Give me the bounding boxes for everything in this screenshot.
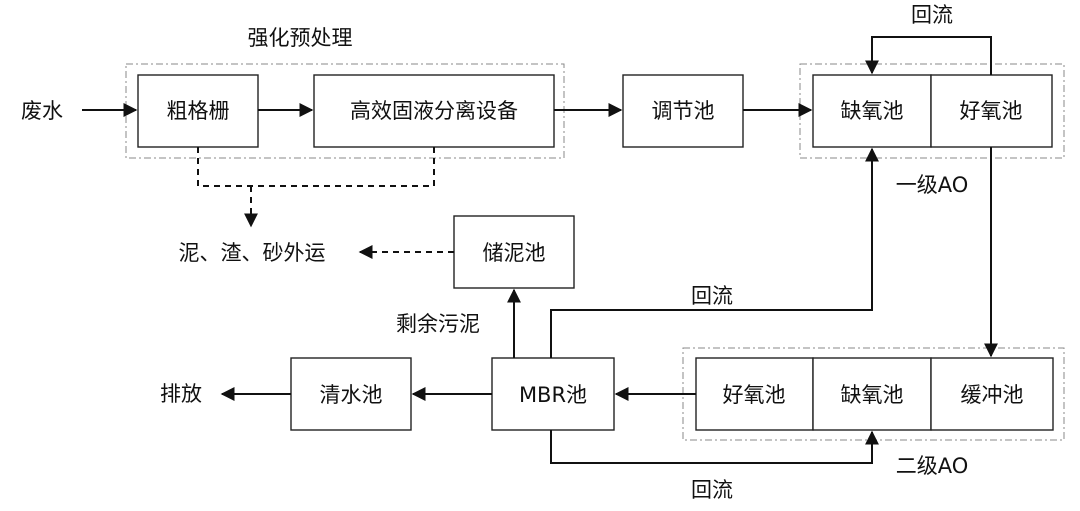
ao2-aerobic-box: [695, 357, 814, 431]
wastewater-label: 废水: [21, 99, 63, 123]
coarse-screen-box: [137, 74, 259, 148]
equalization-tank-label: 调节池: [652, 99, 715, 123]
sludge-storage-label: 储泥池: [483, 241, 546, 265]
mbr-tank-box: [491, 357, 615, 431]
ao2-stage-label: 二级AO: [896, 454, 969, 478]
pretreatment-group-label: 强化预处理: [248, 26, 353, 50]
return-loop-bottom: [550, 430, 879, 464]
coarse-screen-label: 粗格栅: [167, 99, 230, 123]
clear-water-tank-label: 清水池: [320, 383, 383, 407]
ao2-anoxic-label: 缺氧池: [841, 383, 904, 407]
return-bottom-label: 回流: [691, 478, 733, 502]
return-loop-top: [865, 36, 992, 75]
return-top-label: 回流: [911, 3, 953, 27]
equalization-tank-box: [622, 74, 744, 148]
ao1-anoxic-label: 缺氧池: [841, 99, 904, 123]
ao2-aerobic-label: 好氧池: [723, 383, 786, 407]
dashed-sludge-collector: [197, 147, 435, 187]
clear-water-tank-box: [290, 357, 412, 431]
ao1-stage-label: 一级AO: [896, 173, 969, 197]
mbr-tank-label: MBR池: [519, 383, 587, 407]
return-loop-mid: [550, 147, 879, 358]
excess-sludge-label: 剩余污泥: [396, 312, 480, 336]
sludge-disposal-label: 泥、渣、砂外运: [179, 241, 326, 265]
return-mid-label: 回流: [691, 284, 733, 308]
sludge-storage-box: [453, 215, 575, 289]
ao1-group-frame: [799, 63, 1065, 159]
buffer-tank-box: [930, 357, 1054, 431]
ao1-anoxic-box: [812, 74, 932, 148]
ao1-aerobic-label: 好氧池: [960, 99, 1023, 123]
buffer-tank-label: 缓冲池: [961, 383, 1024, 407]
discharge-label: 排放: [160, 382, 202, 406]
separator-label: 高效固液分离设备: [350, 99, 518, 123]
